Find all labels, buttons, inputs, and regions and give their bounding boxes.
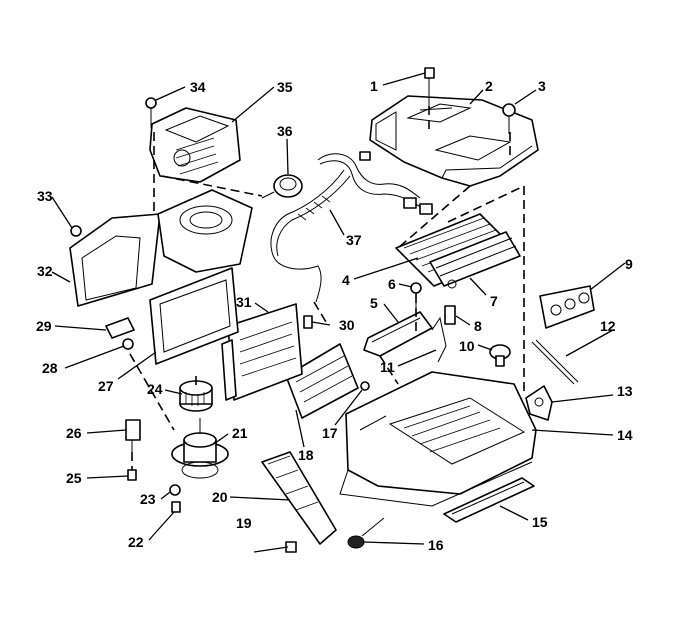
callout-22: 22 (128, 534, 144, 550)
part-22-screw (171, 501, 181, 513)
callout-2: 2 (485, 78, 493, 94)
part-25-screw (127, 469, 137, 481)
part-3-screw (502, 103, 516, 134)
part-29-bracket (105, 317, 135, 339)
part-28-screw (122, 338, 134, 350)
part-34-screw (145, 97, 157, 128)
part-32-blower-case (69, 213, 161, 307)
callout-4: 4 (342, 272, 350, 288)
callout-25: 25 (66, 470, 82, 486)
callout-33: 33 (37, 188, 53, 204)
callout-24: 24 (147, 381, 163, 397)
callout-29: 29 (36, 318, 52, 334)
part-12-rod (531, 339, 579, 385)
callout-16: 16 (428, 537, 444, 553)
callout-8: 8 (474, 318, 482, 334)
blower-scroll-case (157, 189, 253, 273)
callout-3: 3 (538, 78, 546, 94)
callout-20: 20 (212, 489, 228, 505)
part-24-blower-wheel (179, 380, 213, 412)
part-31-housing (221, 303, 303, 401)
part-27-filter-frame (149, 267, 239, 365)
part-18-core (285, 343, 359, 419)
callout-31: 31 (236, 294, 252, 310)
part-21-blower-motor (171, 418, 229, 479)
part-10-valve (489, 344, 511, 367)
part-20-floor-duct (261, 451, 337, 545)
callout-32: 32 (37, 263, 53, 279)
callout-34: 34 (190, 79, 206, 95)
assembly-lines (129, 106, 525, 470)
part-26-resistor (125, 419, 141, 452)
leader-lines (51, 72, 626, 553)
part-13-bracket (525, 385, 553, 421)
part-17-clip (360, 381, 370, 391)
callout-5: 5 (370, 295, 378, 311)
callout-14: 14 (617, 427, 633, 443)
part-36-actuator (261, 174, 303, 199)
part-16-sensor (347, 517, 385, 549)
part-7-evaporator (429, 231, 521, 289)
part-2-outlet-duct (369, 95, 539, 187)
part-14-hvac-case (339, 371, 537, 507)
callout-15: 15 (532, 514, 548, 530)
part-35-duct (149, 107, 241, 183)
part-37-wiring-harness (270, 151, 433, 303)
callout-9: 9 (625, 256, 633, 272)
part-5-heat-shield (363, 311, 433, 357)
callout-19: 19 (236, 515, 252, 531)
callout-7: 7 (490, 293, 498, 309)
callout-labels: 1 2 3 4 5 6 7 8 9 10 11 12 13 14 15 16 1… (36, 78, 633, 553)
callout-18: 18 (298, 447, 314, 463)
part-33-screw (70, 225, 82, 237)
callout-27: 27 (98, 378, 114, 394)
callout-12: 12 (600, 318, 616, 334)
callout-28: 28 (42, 360, 58, 376)
part-11-link (431, 316, 447, 363)
callout-21: 21 (232, 425, 248, 441)
callout-6: 6 (388, 276, 396, 292)
part-23-washer (169, 484, 181, 496)
part-8-clip (444, 305, 456, 325)
callout-23: 23 (140, 491, 156, 507)
part-15-rail (443, 477, 535, 523)
part-30-clip (303, 315, 313, 329)
callout-13: 13 (617, 383, 633, 399)
callout-37: 37 (346, 232, 362, 248)
part-9-control-panel (539, 285, 595, 329)
callout-30: 30 (339, 317, 355, 333)
callout-11: 11 (380, 359, 395, 375)
callout-17: 17 (322, 425, 338, 441)
callout-35: 35 (277, 79, 293, 95)
callout-1: 1 (370, 78, 378, 94)
callout-10: 10 (459, 338, 475, 354)
callout-36: 36 (277, 123, 293, 139)
callout-26: 26 (66, 425, 82, 441)
